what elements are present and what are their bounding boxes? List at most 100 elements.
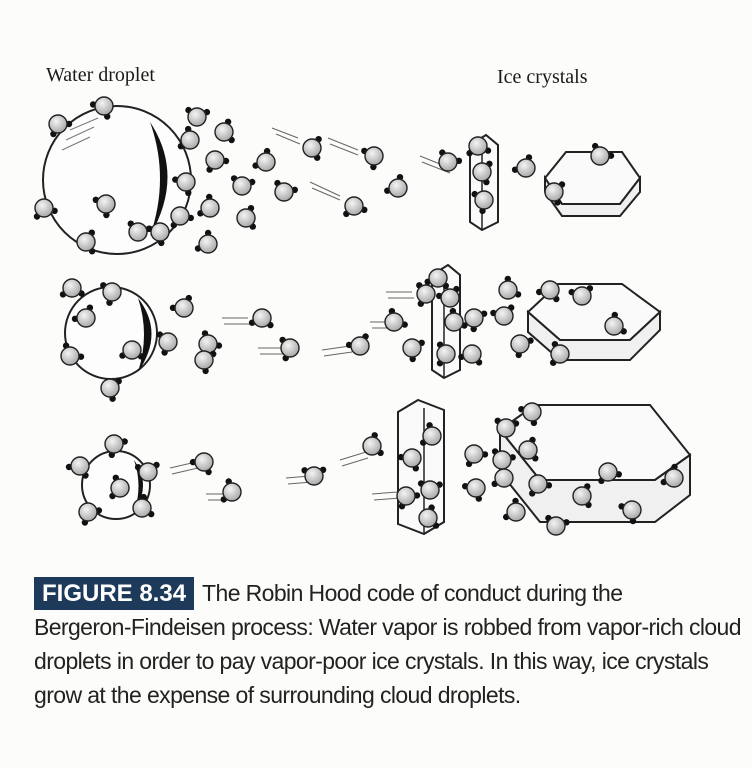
water-molecule: [185, 106, 211, 127]
water-molecule: [220, 478, 242, 503]
water-molecule: [92, 194, 116, 219]
water-molecule: [362, 432, 384, 457]
water-molecule: [660, 463, 684, 488]
water-molecule: [76, 229, 96, 255]
water-molecule: [169, 294, 194, 318]
figure-number-badge: FIGURE 8.34: [34, 577, 195, 610]
water-molecule: [78, 502, 103, 526]
water-molecule: [604, 311, 627, 336]
water-molecule: [510, 334, 534, 359]
water-vapor-molecules: [33, 96, 684, 536]
water-molecule: [424, 268, 449, 289]
water-molecule: [100, 378, 122, 402]
water-molecule: [205, 150, 230, 173]
water-molecule: [572, 483, 592, 509]
water-molecule: [119, 340, 145, 360]
water-molecule: [189, 452, 214, 476]
water-molecule: [194, 229, 218, 254]
figure-caption: FIGURE 8.34 The Robin Hood code of conduc…: [34, 576, 742, 712]
water-molecule: [498, 275, 522, 300]
water-molecule: [490, 304, 515, 326]
ice-crystals-label: Ice crystals: [497, 66, 588, 88]
water-molecule: [550, 341, 570, 366]
water-molecule: [511, 154, 536, 178]
water-molecule: [109, 474, 130, 500]
water-molecule: [172, 172, 196, 196]
water-molecule: [438, 149, 463, 172]
motion-streaks: [169, 127, 451, 501]
water-molecule: [503, 497, 526, 522]
water-molecule: [214, 118, 235, 144]
water-molecule: [420, 422, 442, 446]
water-molecule: [590, 142, 615, 166]
water-molecule: [343, 196, 368, 217]
water-molecule: [396, 486, 421, 510]
water-molecule: [464, 308, 488, 333]
water-molecule: [458, 344, 483, 366]
water-molecule: [518, 402, 542, 426]
water-molecule: [528, 474, 553, 497]
caption-line-4: grow at the expense of surrounding cloud…: [34, 682, 521, 708]
water-molecule: [33, 198, 58, 220]
water-molecule: [416, 282, 436, 307]
water-molecule: [248, 308, 274, 329]
water-molecule: [544, 181, 566, 206]
water-molecule: [170, 206, 194, 229]
water-molecule: [301, 466, 327, 486]
water-molecule: [127, 220, 152, 242]
water-molecule: [491, 448, 516, 470]
water-molecule: [402, 338, 425, 363]
water-molecule: [384, 174, 408, 198]
water-molecule: [444, 307, 468, 332]
water-molecule: [252, 147, 276, 172]
bergeron-process-diagram: [33, 96, 692, 536]
water-molecule: [198, 330, 223, 354]
water-molecule: [177, 125, 200, 150]
water-molecule: [59, 278, 85, 298]
water-molecule: [194, 350, 217, 375]
water-molecule: [384, 308, 408, 332]
water-molecule: [471, 190, 494, 215]
water-molecule: [156, 331, 178, 356]
water-molecule: [89, 96, 114, 120]
water-molecule: [134, 461, 160, 482]
water-molecule: [464, 444, 489, 467]
water-molecule: [345, 333, 370, 356]
water-molecule: [462, 478, 486, 502]
water-molecule: [71, 304, 96, 328]
water-molecule: [466, 136, 492, 157]
water-molecule: [545, 514, 570, 536]
ice-plate-large: [498, 404, 692, 523]
water-molecule: [417, 480, 443, 500]
water-molecule: [104, 434, 128, 458]
water-molecule: [48, 114, 73, 138]
water-molecule: [361, 146, 384, 171]
water-molecule: [568, 285, 594, 306]
caption-text-1: The Robin Hood code of conduct during th…: [202, 580, 623, 606]
water-molecule: [518, 436, 539, 462]
water-molecule: [274, 179, 298, 202]
water-molecule: [472, 160, 493, 186]
water-molecule: [65, 456, 90, 479]
water-molecule: [100, 282, 122, 306]
water-molecule: [302, 136, 322, 161]
water-molecule: [236, 205, 256, 230]
ice-plate-small: [543, 151, 642, 217]
water-molecule: [598, 462, 622, 484]
water-molecule: [618, 500, 642, 525]
water-molecule: [436, 341, 456, 367]
water-molecule: [397, 448, 422, 472]
water-molecule: [60, 342, 85, 366]
water-molecule: [418, 504, 440, 529]
caption-line-3: droplets in order to pay vapor-poor ice …: [34, 648, 709, 674]
water-molecule: [230, 175, 256, 196]
caption-line-2: Bergeron-Findeisen process: Water vapor …: [34, 614, 742, 640]
water-molecule: [132, 493, 155, 518]
water-molecule: [494, 417, 520, 438]
water-molecule: [279, 336, 300, 362]
water-molecule: [197, 193, 220, 218]
water-molecule: [536, 280, 560, 303]
water-molecule: [436, 285, 460, 308]
water-droplet-label: Water droplet: [46, 64, 155, 86]
caption-line-1: FIGURE 8.34 The Robin Hood code of conduc…: [34, 576, 724, 610]
